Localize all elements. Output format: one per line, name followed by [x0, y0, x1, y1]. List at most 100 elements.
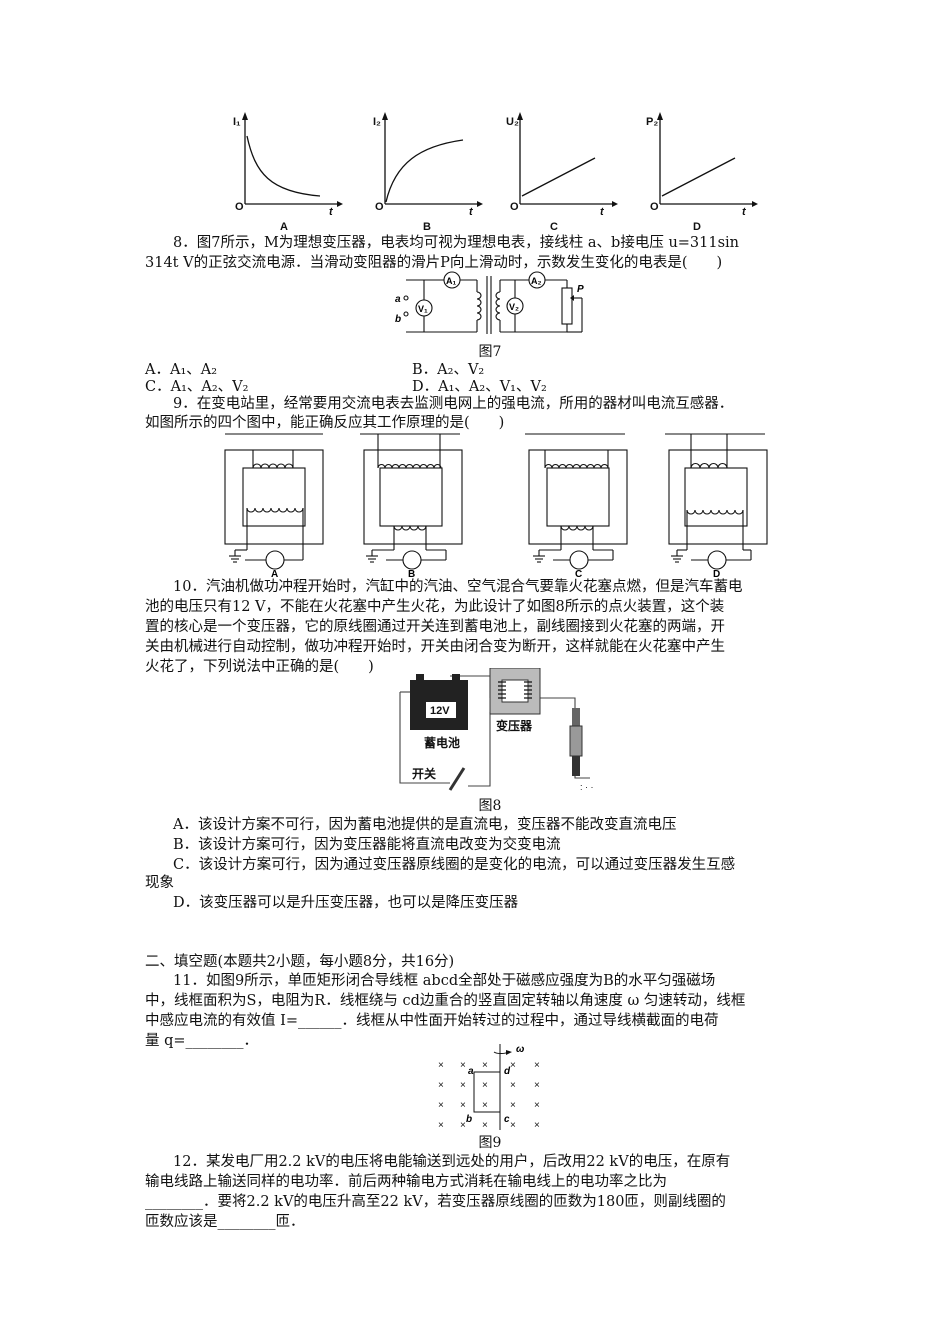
graph-c-xlabel: t: [600, 206, 604, 218]
svg-text:×: ×: [534, 1100, 540, 1111]
fig7-V2-label: V₂: [509, 302, 519, 312]
svg-text:×: ×: [438, 1120, 444, 1131]
q11-line2: 中，线框面积为S，电阻为R．线框绕与 cd边重合的竖直固定转轴以角速度 ω 匀速…: [145, 993, 746, 1009]
graph-a-letter: A: [280, 221, 288, 233]
q9-letter-c: C: [575, 569, 582, 580]
graph-a-ylabel: I₁: [233, 116, 241, 128]
q8-line2: 314t V的正弦交流电源．当滑动变阻器的滑片P向上滑动时，示数发生变化的电表是…: [145, 255, 723, 271]
q10-option-c-cont: 现象: [145, 875, 174, 891]
graph-c-ylabel: U₂: [506, 116, 519, 128]
fig7-a-label: a: [395, 294, 401, 305]
q9-letter-a: A: [271, 569, 278, 580]
fig7-A1-label: A₁: [446, 276, 456, 286]
q9-diagram-c: C: [525, 433, 628, 580]
fig8-caption: 图8: [478, 798, 502, 814]
q12-line1: 12．某发电厂用2.2 kV的电压将电能输送到远处的用户，后改用22 kV的电压…: [173, 1154, 731, 1170]
graph-b-origin: O: [375, 201, 384, 213]
q9-diagram-d: D: [665, 433, 768, 580]
fig8-battery-label: 蓄电池: [424, 735, 460, 750]
q10-option-c: C．该设计方案可行，因为通过变压器原线圈的是变化的电流，可以通过变压器发生互感: [173, 857, 736, 873]
svg-text:×: ×: [482, 1100, 488, 1111]
svg-text:×: ×: [510, 1100, 516, 1111]
fig9-d: d: [504, 1066, 511, 1077]
q8-option-c: C．A₁、A₂、V₂: [145, 379, 249, 395]
graph-a-origin: O: [235, 201, 244, 213]
q11-line1: 11．如图9所示，单匝矩形闭合导线框 abcd全部处于磁感应强度为B的水平匀强磁…: [173, 973, 716, 989]
q8-option-b: B．A₂、V₂: [412, 362, 485, 378]
figure-7-circuit: A₁ V₁ A₂ V₂ a b P: [395, 271, 584, 334]
q11-line4: 量 q=________．: [145, 1033, 259, 1049]
graph-d-ylabel: P₂: [646, 116, 659, 128]
graph-b-letter: B: [423, 221, 431, 233]
q12-line4: 匝数应该是________匝．: [145, 1214, 305, 1230]
fig8-transformer-label: 变压器: [496, 718, 533, 733]
q11-line3: 中感应电流的有效值 I=______．线框从中性面开始转过的过程中，通过导线横截…: [145, 1013, 719, 1029]
section2-heading: 二、填空题(本题共2小题，每小题8分，共16分): [145, 954, 455, 970]
graph-a-plot: [242, 112, 343, 207]
fig7-V1-label: V₁: [418, 304, 428, 314]
graph-d-plot: [657, 112, 758, 207]
graph-b-plot: [382, 112, 483, 207]
graph-a-xlabel: t: [329, 206, 333, 218]
graph-d-letter: D: [693, 221, 701, 233]
svg-text:×: ×: [482, 1080, 488, 1091]
fig9-caption: 图9: [478, 1135, 502, 1151]
svg-text:×: ×: [460, 1100, 466, 1111]
q8-option-d: D．A₁、A₂、V₁、V₂: [412, 379, 547, 395]
graph-c-origin: O: [510, 201, 519, 213]
q9-letter-d: D: [713, 569, 720, 580]
q10-line5: 火花了，下列说法中正确的是( ): [145, 659, 374, 675]
q10-line1: 10．汽油机做功冲程开始时，汽缸中的汽油、空气混合气要靠火花塞点燃，但是汽车蓄电: [173, 579, 743, 595]
svg-text:×: ×: [482, 1060, 488, 1071]
svg-text:×: ×: [482, 1120, 488, 1131]
graph-c-plot: [517, 112, 618, 207]
fig9-b: b: [466, 1114, 472, 1125]
fig7-caption: 图7: [478, 344, 502, 360]
graph-c-letter: C: [550, 221, 558, 233]
fig7-b-label: b: [395, 314, 401, 325]
q10-option-a: A．该设计方案不可行，因为蓄电池提供的是直流电，变压器不能改变直流电压: [173, 817, 677, 833]
svg-text:×: ×: [510, 1120, 516, 1131]
svg-text:×: ×: [534, 1060, 540, 1071]
fig9-omega: ω: [516, 1044, 525, 1055]
svg-text:×: ×: [460, 1060, 466, 1071]
q8-option-a: A．A₁、A₂: [145, 362, 218, 378]
q10-line2: 池的电压只有12 V，不能在火花塞中产生火花，为此设计了如图8所示的点火装置，这…: [145, 599, 725, 615]
q10-option-d: D．该变压器可以是升压变压器，也可以是降压变压器: [173, 895, 519, 911]
q8-line1: 8．图7所示，M为理想变压器，电表均可视为理想电表，接线柱 a、b接电压 u=3…: [173, 235, 740, 251]
q12-line3: ________．要将2.2 kV的电压升高至22 kV，若变压器原线圈的匝数为…: [145, 1194, 726, 1210]
svg-text:: · ·: : · ·: [580, 782, 594, 792]
svg-text:×: ×: [438, 1060, 444, 1071]
fig9-c: c: [504, 1114, 510, 1125]
q12-line2: 输电线路上输送同样的电功率．前后两种输电方式消耗在输电线上的电功率之比为: [145, 1174, 667, 1190]
q9-line1: 9．在变电站里，经常要用交流电表去监测电网上的强电流，所用的器材叫电流互感器．: [173, 396, 734, 412]
q9-figure-row: A B: [205, 430, 768, 580]
graph-b: I₂ O t B: [365, 108, 485, 238]
svg-text:×: ×: [510, 1060, 516, 1071]
figure-8-ignition: 12V 蓄电池 变压器 开关 : · ·: [399, 668, 594, 792]
graph-d-origin: O: [650, 201, 659, 213]
q9-diagram-a: A: [224, 433, 324, 580]
graph-a: I₁ O t A: [225, 108, 345, 238]
svg-text:×: ×: [510, 1080, 516, 1091]
q10-option-b: B．该设计方案可行，因为变压器能将直流电改变为交变电流: [173, 837, 561, 853]
graph-c: U₂ O t C: [500, 108, 620, 238]
svg-text:×: ×: [460, 1080, 466, 1091]
q9-line2: 如图所示的四个图中，能正确反应其工作原理的是( ): [145, 415, 505, 431]
q10-line3: 置的核心是一个变压器，它的原线圈通过开关连到蓄电池上，副线圈接到火花塞的两端，开: [145, 619, 725, 635]
fig7-A2-label: A₂: [531, 276, 542, 286]
svg-text:×: ×: [438, 1100, 444, 1111]
q10-line4: 关由机械进行自动控制，做功冲程开始时，开关由闭合变为断开，这样就能在火花塞中产生: [145, 639, 725, 655]
fig9-a: a: [468, 1066, 474, 1077]
svg-text:×: ×: [438, 1080, 444, 1091]
svg-text:×: ×: [534, 1080, 540, 1091]
q9-diagram-b: B: [360, 433, 463, 580]
svg-text:×: ×: [460, 1120, 466, 1131]
svg-text:×: ×: [534, 1120, 540, 1131]
fig8-switch-label: 开关: [412, 766, 436, 781]
graph-d-xlabel: t: [742, 206, 746, 218]
graph-b-xlabel: t: [469, 206, 473, 218]
graph-d: P₂ O t D: [640, 108, 760, 238]
fig7-P-label: P: [577, 284, 584, 295]
graph-b-ylabel: I₂: [373, 116, 381, 128]
